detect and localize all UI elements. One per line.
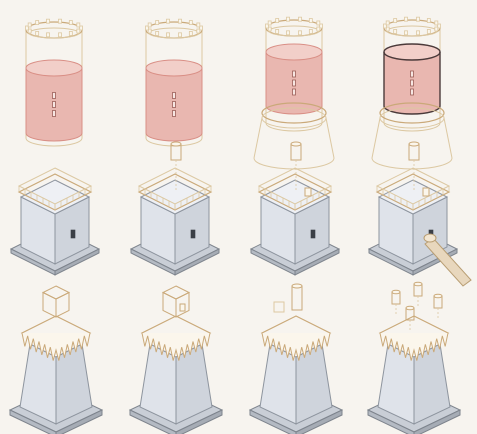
window-slot (293, 71, 296, 77)
crown-merlon (299, 17, 302, 21)
crown-merlon (46, 33, 49, 37)
tube-outline-bottom (266, 123, 322, 131)
crown-merlon (427, 19, 430, 23)
crown-merlon (46, 19, 49, 23)
top-cube-top-face (163, 286, 189, 299)
window-slot (293, 80, 296, 86)
turret-cap (409, 142, 419, 146)
crown-merlon (404, 17, 407, 21)
crown-merlon (435, 27, 438, 31)
crown-merlon (394, 19, 397, 23)
crown-merlon (427, 29, 430, 33)
crown-merlon (286, 17, 289, 21)
top-cube-top-face (43, 286, 69, 299)
crown-merlon (28, 23, 31, 27)
tube-outline-bottom (384, 123, 440, 131)
crown-merlon (156, 21, 159, 25)
crown-merlon (179, 33, 182, 37)
cluster-turret-cap (414, 282, 422, 286)
panel-r3-c2 (130, 286, 222, 434)
panel-r1-c1 (26, 19, 83, 146)
upper-window (423, 188, 429, 196)
crown-merlon (197, 29, 200, 33)
tall-turret-cap (292, 284, 302, 288)
flare-left (372, 118, 380, 158)
crown-merlon (276, 29, 279, 33)
window-slot (53, 102, 56, 108)
flare-right (444, 118, 452, 158)
panel-r1-c2 (146, 19, 203, 146)
panel-r3-c4 (368, 282, 460, 434)
crown-merlon (36, 21, 39, 25)
crown-merlon (166, 33, 169, 37)
crown-merlon (156, 31, 159, 35)
door (71, 230, 75, 238)
crown-merlon (299, 31, 302, 35)
top-cube-door (180, 304, 185, 311)
crown-merlon (435, 21, 438, 25)
pink-top (26, 60, 82, 76)
window-slot (53, 111, 56, 117)
crown-merlon (77, 23, 80, 27)
turret-cap (291, 142, 301, 146)
crown-merlon (69, 21, 72, 25)
crown-merlon (417, 31, 420, 35)
crown-merlon (268, 21, 271, 25)
crown-merlon (309, 19, 312, 23)
door (191, 230, 195, 238)
crown-merlon (166, 19, 169, 23)
crown-merlon (189, 31, 192, 35)
crown-merlon (148, 23, 151, 27)
crown-merlon (59, 33, 62, 37)
crown-merlon (276, 19, 279, 23)
cluster-turret-cap (406, 306, 414, 310)
crown-merlon (417, 17, 420, 21)
pink-top (266, 44, 322, 60)
upper-window (305, 188, 311, 196)
crown-merlon (404, 31, 407, 35)
crown-merlon (317, 21, 320, 25)
panel-r2-c3 (251, 142, 339, 275)
figure-head (424, 234, 436, 242)
window-slot (293, 89, 296, 95)
panel-r2-c1 (11, 168, 99, 275)
flare-right (326, 118, 334, 158)
crown-merlon (394, 29, 397, 33)
window-slot (411, 80, 414, 86)
window-slot (173, 93, 176, 99)
tall-turret (292, 286, 302, 310)
window-slot (173, 102, 176, 108)
crown-merlon (197, 23, 200, 27)
crown-merlon (317, 27, 320, 31)
crown-merlon (59, 19, 62, 23)
crown-merlon (179, 19, 182, 23)
pink-top (146, 60, 202, 76)
window-slot (411, 89, 414, 95)
window-slot (173, 111, 176, 117)
crown-merlon (309, 29, 312, 33)
door (311, 230, 315, 238)
panel-r2-c2 (131, 142, 219, 275)
crown-merlon (189, 21, 192, 25)
window-slot (411, 71, 414, 77)
panel-r2-c4 (369, 142, 471, 286)
crown-merlon (69, 31, 72, 35)
crown-merlon (286, 31, 289, 35)
flare-left (254, 118, 262, 158)
small-turret (274, 302, 284, 312)
window-slot (53, 93, 56, 99)
panel-r3-c3 (250, 284, 342, 434)
crown-merlon (36, 31, 39, 35)
cluster-turret-cap (434, 294, 442, 298)
crown-merlon (77, 29, 80, 33)
cluster-turret-cap (392, 290, 400, 294)
crown-merlon (386, 21, 389, 25)
panel-r3-c1 (10, 286, 102, 434)
turret-cap (171, 142, 181, 146)
